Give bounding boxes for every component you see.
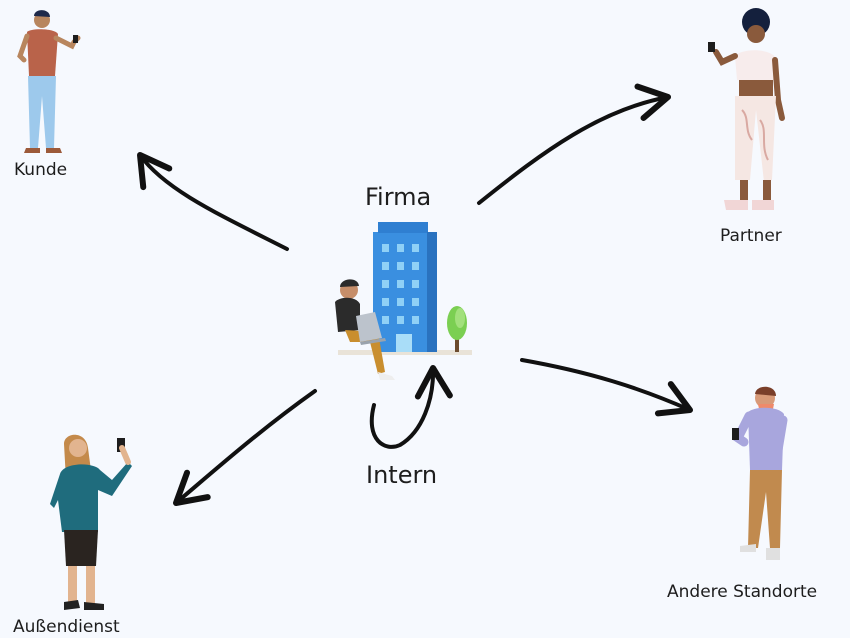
building-door — [396, 334, 412, 352]
label-andere-standorte: Andere Standorte — [667, 582, 818, 602]
arrow-to-andere-standorte — [520, 358, 693, 417]
kunde-figure — [17, 10, 81, 153]
label-kunde: Kunde — [14, 160, 68, 180]
label-partner: Partner — [720, 226, 782, 246]
aussendienst-figure — [50, 434, 132, 610]
arrow-intern-loop — [369, 365, 453, 449]
label-aussendienst: Außendienst — [13, 617, 120, 637]
arrow-to-aussendienst — [173, 389, 317, 506]
tree — [447, 306, 467, 352]
andere-standorte-figure — [732, 386, 788, 560]
label-intern: Intern — [366, 461, 438, 489]
person-with-laptop — [335, 279, 395, 380]
arrow-to-partner — [477, 83, 671, 205]
label-firma: Firma — [365, 183, 432, 211]
ground-line — [338, 350, 472, 355]
building-windows — [382, 244, 419, 324]
company-building-illustration — [335, 222, 472, 380]
partner-figure — [708, 8, 785, 210]
arrow-to-kunde — [137, 152, 289, 251]
